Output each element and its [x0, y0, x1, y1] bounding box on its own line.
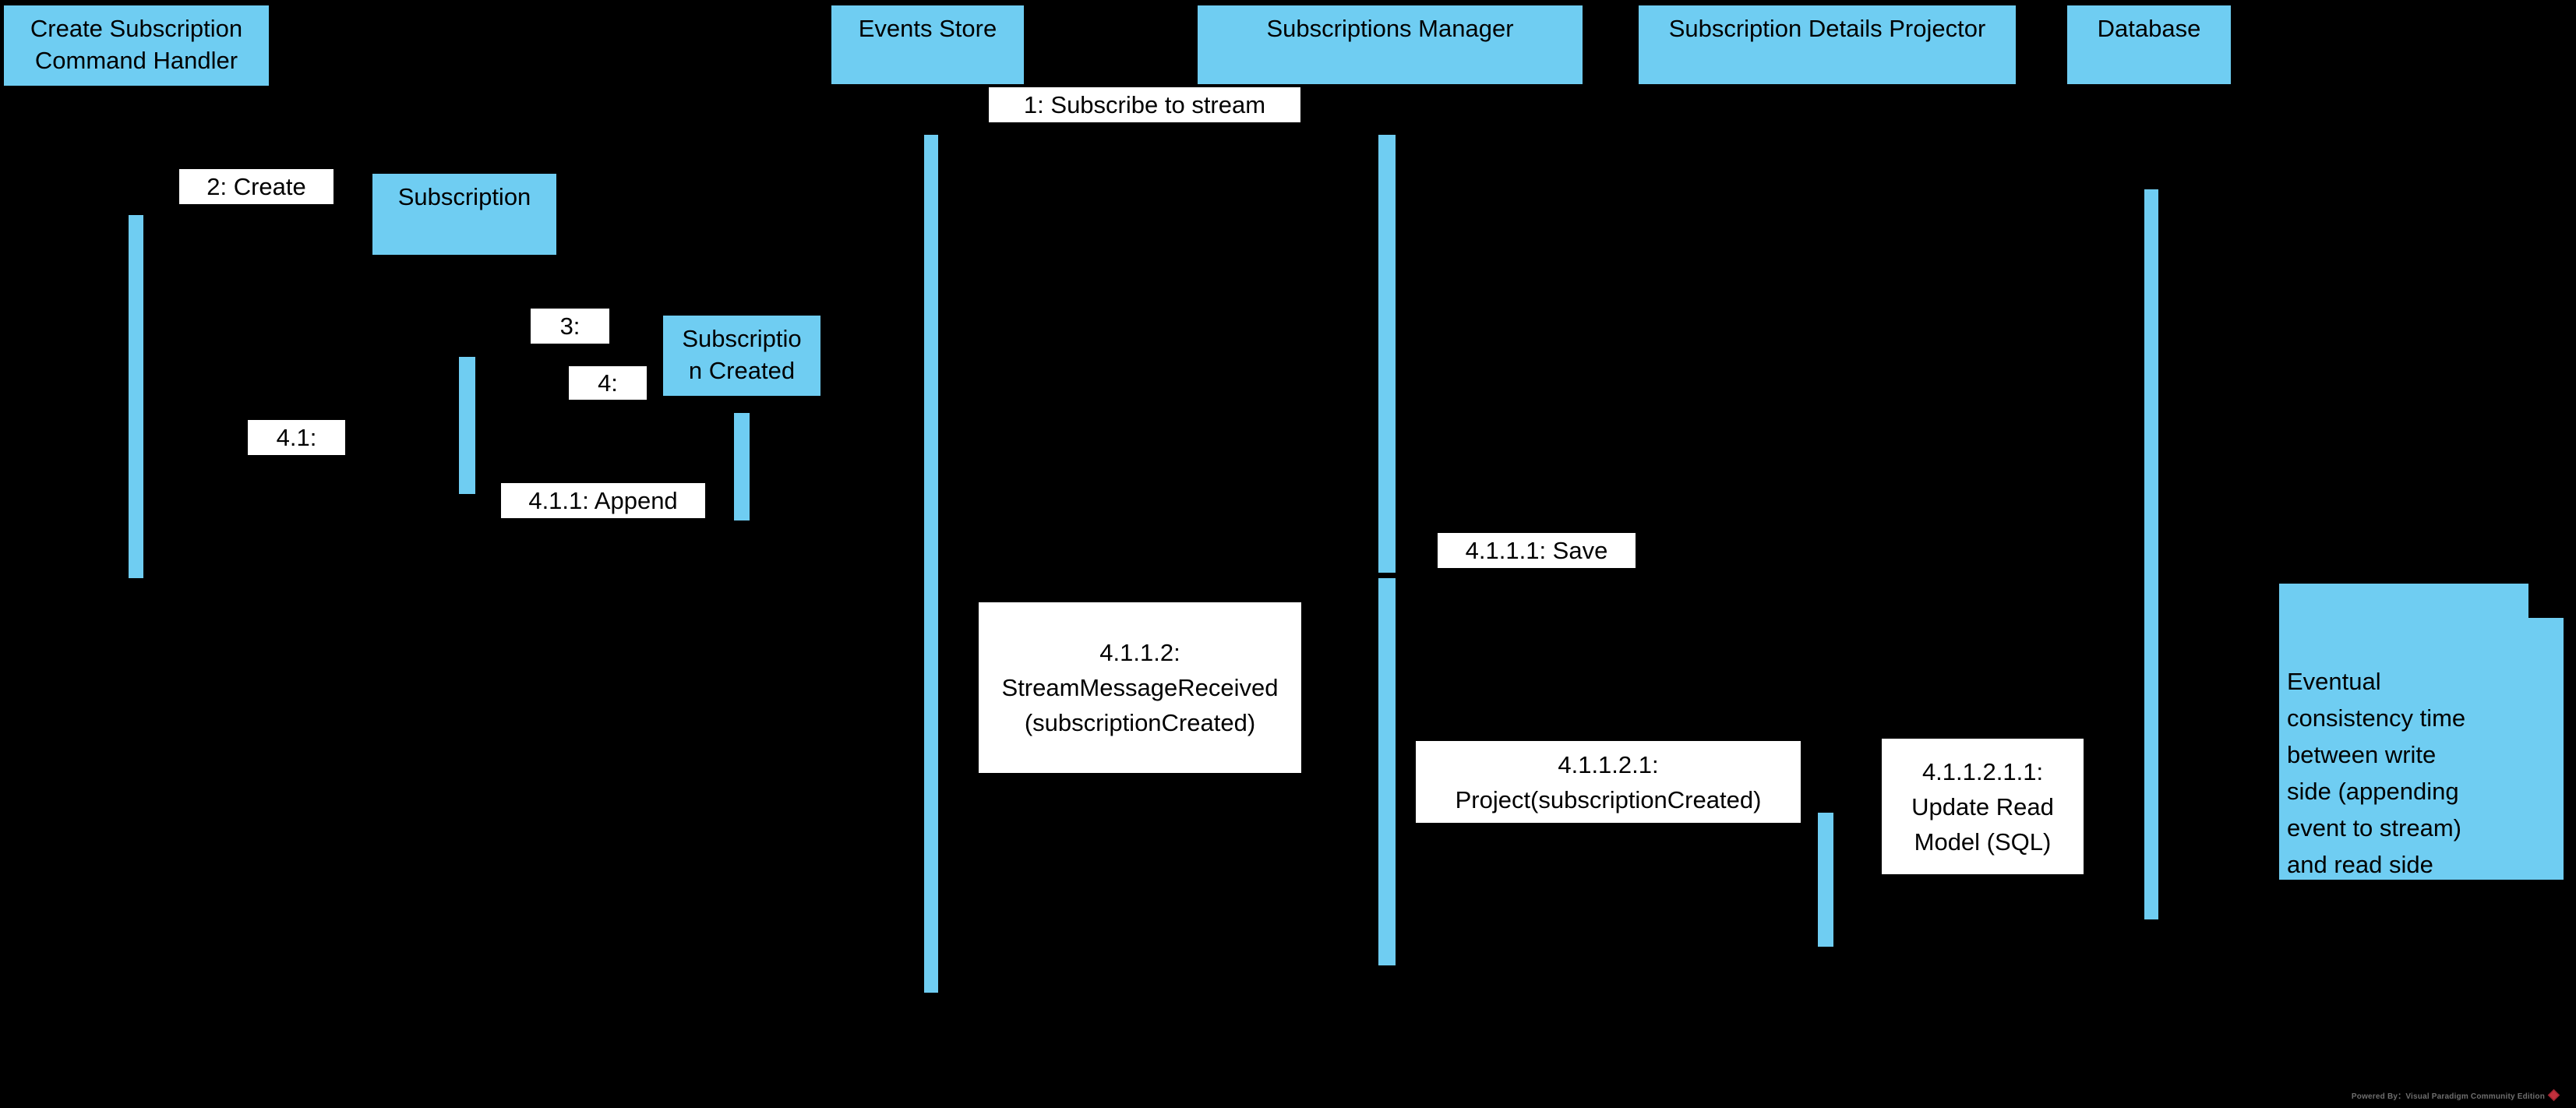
- activation-bar-database[interactable]: [2144, 189, 2158, 919]
- note-text: Eventual consistency time between write …: [2287, 668, 2466, 951]
- lifeline-box-subscriptions-manager[interactable]: Subscriptions Manager: [1198, 5, 1583, 84]
- powered-by-text: Powered By：Visual Paradigm Community Edi…: [2351, 1092, 2545, 1101]
- activation-bar-subscriptions-manager-1[interactable]: [1378, 135, 1396, 573]
- note-fold-corner: [2528, 584, 2564, 618]
- lifeline-box-subscription-details-projector[interactable]: Subscription Details Projector: [1639, 5, 2016, 84]
- message-label-4[interactable]: 4:: [569, 366, 647, 400]
- note-eventual-consistency[interactable]: Eventual consistency time between write …: [2279, 584, 2564, 951]
- object-box-subscription[interactable]: Subscription: [372, 174, 556, 255]
- object-box-subscription-created[interactable]: Subscriptio n Created: [663, 316, 820, 396]
- lifeline-box-create-subscription-command-handler[interactable]: Create Subscription Command Handler: [4, 5, 269, 86]
- message-label-3[interactable]: 3:: [531, 309, 609, 344]
- activation-bar-events-store[interactable]: [924, 135, 938, 993]
- visual-paradigm-logo-icon: [2547, 1089, 2560, 1101]
- activation-bar-subscription[interactable]: [459, 357, 475, 494]
- message-label-4-1[interactable]: 4.1:: [248, 420, 345, 455]
- message-label-project-subscription-created[interactable]: 4.1.1.2.1: Project(subscriptionCreated): [1416, 741, 1801, 823]
- lifeline-box-database[interactable]: Database: [2067, 5, 2231, 84]
- message-label-save[interactable]: 4.1.1.1: Save: [1438, 533, 1636, 568]
- activation-bar-subscription-created[interactable]: [734, 413, 750, 520]
- activation-bar-projector[interactable]: [1818, 813, 1833, 947]
- message-label-update-read-model[interactable]: 4.1.1.2.1.1: Update Read Model (SQL): [1882, 739, 2084, 874]
- message-label-append[interactable]: 4.1.1: Append: [501, 483, 705, 518]
- message-label-create[interactable]: 2: Create: [179, 169, 333, 204]
- activation-bar-command-handler[interactable]: [129, 215, 143, 578]
- footer-watermark: Powered By：Visual Paradigm Community Edi…: [2351, 1088, 2560, 1102]
- message-label-stream-message-received[interactable]: 4.1.1.2: StreamMessageReceived (subscrip…: [979, 602, 1301, 773]
- lifeline-box-events-store[interactable]: Events Store: [831, 5, 1024, 84]
- message-label-subscribe-to-stream[interactable]: 1: Subscribe to stream: [989, 87, 1300, 122]
- activation-bar-subscriptions-manager-2[interactable]: [1378, 578, 1396, 965]
